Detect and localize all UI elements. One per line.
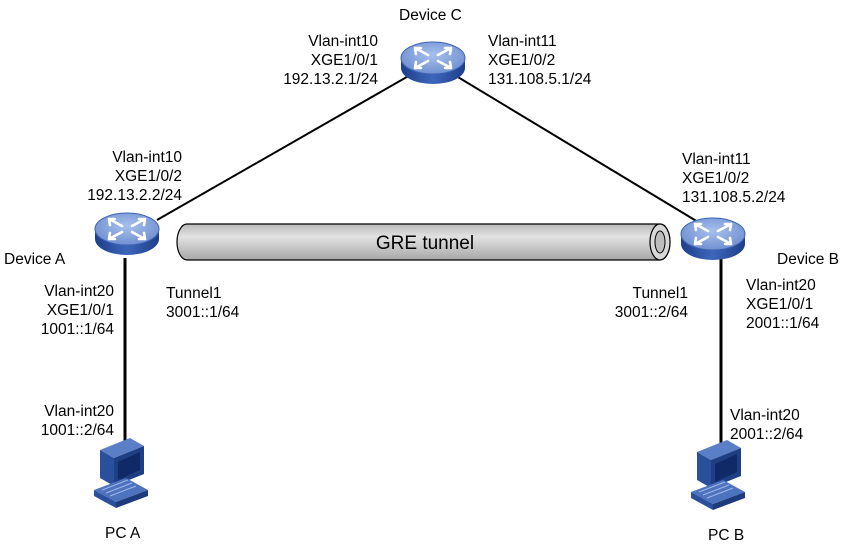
pc-b-icon: [690, 439, 746, 511]
device-a-top-interface: Vlan-int10 XGE1/0/2 192.13.2.2/24: [87, 149, 182, 204]
pc-a-name: PC A: [105, 525, 141, 542]
device-b-top-interface: Vlan-int11 XGE1/0/2 131.108.5.2/24: [682, 151, 786, 206]
device-c-router-icon: [399, 40, 467, 86]
device-a-name: Device A: [4, 251, 66, 268]
device-c-right-interface: Vlan-int11 XGE1/0/2 131.108.5.1/24: [488, 33, 592, 88]
device-b-name: Device B: [777, 251, 840, 268]
device-b-router-icon: [679, 216, 747, 262]
link-a-c: [156, 61, 434, 221]
pc-a-interface: Vlan-int20 1001::2/64: [40, 403, 114, 439]
device-c-name: Device C: [399, 7, 462, 24]
device-b-tunnel-interface: Tunnel1 3001::2/64: [614, 285, 688, 321]
tunnel-label: GRE tunnel: [376, 233, 474, 254]
pc-a-icon: [93, 437, 149, 509]
device-b-bottom-interface: Vlan-int20 XGE1/0/1 2001::1/64: [746, 277, 820, 332]
gre-tunnel-pipe: GRE tunnel: [176, 223, 671, 261]
pc-b-name: PC B: [708, 527, 745, 544]
link-c-b: [432, 61, 709, 229]
device-a-tunnel-interface: Tunnel1 3001::1/64: [166, 285, 240, 321]
pc-b-interface: Vlan-int20 2001::2/64: [730, 407, 804, 443]
device-a-bottom-interface: Vlan-int20 XGE1/0/1 1001::1/64: [40, 283, 114, 338]
device-a-router-icon: [93, 211, 161, 257]
device-c-left-interface: Vlan-int10 XGE1/0/1 192.13.2.1/24: [283, 33, 378, 88]
